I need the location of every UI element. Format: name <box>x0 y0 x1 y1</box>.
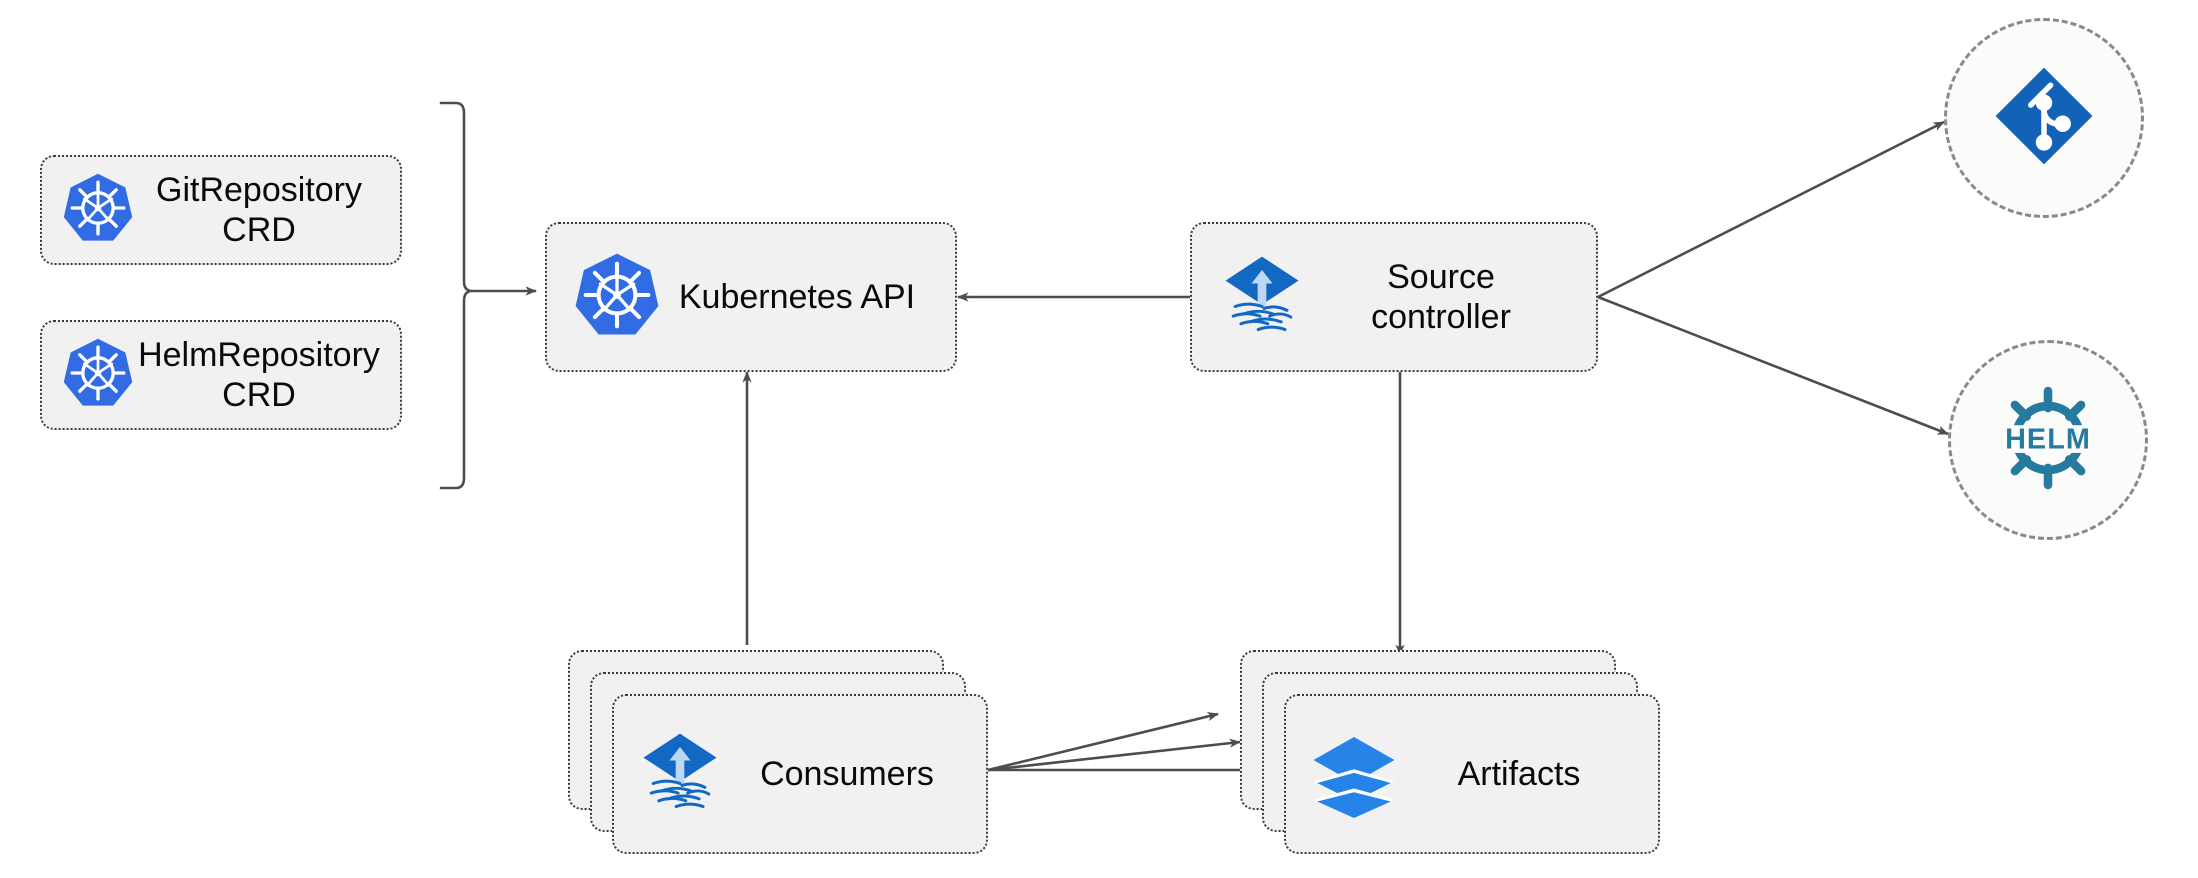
node-label: GitRepository CRD <box>156 170 362 249</box>
node-git-repository-crd[interactable]: GitRepository CRD <box>40 155 402 265</box>
edge-source-controller-to-helm-repo <box>1597 295 1949 436</box>
node-helm-repository-crd[interactable]: HelmRepository CRD <box>40 320 402 430</box>
crd-group-bracket <box>439 101 473 490</box>
helm-icon: HELM <box>1984 374 2112 507</box>
node-label: Consumers <box>760 754 934 793</box>
node-git-repository-target[interactable] <box>1944 18 2144 218</box>
git-icon <box>1989 61 2099 176</box>
node-artifacts[interactable]: Artifacts <box>1284 694 1660 854</box>
flux-icon <box>1214 247 1310 348</box>
flux-icon <box>632 724 728 825</box>
node-consumers-stack[interactable]: Consumers <box>568 650 988 856</box>
node-label: Artifacts <box>1457 754 1581 793</box>
kubernetes-icon <box>60 170 136 251</box>
node-kubernetes-api[interactable]: Kubernetes API <box>545 222 957 372</box>
edge-consumers-to-artifacts-2 <box>987 738 1241 772</box>
edge-consumers-to-artifacts-1 <box>987 712 1219 772</box>
edge-source-controller-to-git-repo <box>1597 120 1945 299</box>
node-label: Kubernetes API <box>678 277 916 316</box>
node-source-controller[interactable]: Source controller <box>1190 222 1598 372</box>
node-artifacts-stack[interactable]: Artifacts <box>1240 650 1660 856</box>
kubernetes-icon <box>571 249 663 346</box>
kubernetes-icon <box>60 335 136 416</box>
helm-wordmark: HELM <box>2005 423 2091 455</box>
node-label: HelmRepository CRD <box>138 335 380 414</box>
node-consumers[interactable]: Consumers <box>612 694 988 854</box>
layers-icon <box>1308 726 1400 823</box>
node-label: Source controller <box>1371 257 1511 336</box>
node-helm-repository-target[interactable]: HELM <box>1948 340 2148 540</box>
